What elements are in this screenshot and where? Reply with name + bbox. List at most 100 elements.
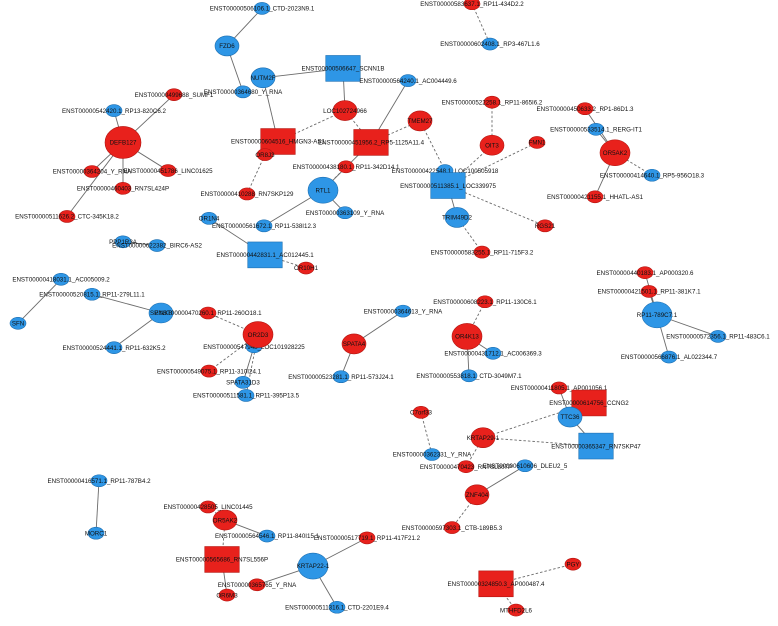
node-n19[interactable]: ENST00000410288_RN7SKP129 (201, 187, 294, 201)
node-n56[interactable]: SPATA4 (341, 333, 367, 355)
node-n13[interactable]: ENST00000364204_Y_RNA (53, 165, 132, 178)
downregulated-circle-node (105, 341, 123, 354)
node-n30[interactable]: FMN1 (529, 136, 546, 149)
node-n82[interactable]: ENST00000610606_DLEU2_5 (483, 459, 568, 473)
node-n91[interactable]: MTHFD2L6 (500, 603, 533, 617)
node-n4[interactable]: ENST00000583637.1_RP11-434D2.2 (420, 0, 524, 11)
downregulated-square-node (247, 241, 283, 269)
node-n76[interactable]: MORC1 (85, 526, 108, 540)
node-n79[interactable]: ENST00000564546.1_RP11-840I15.1 (215, 529, 320, 543)
node-n25[interactable]: ENST00000561672.1_RP11-538I12.3 (212, 219, 317, 233)
node-n54[interactable]: ENST00000511581.1_RP11-395P13.5 (193, 389, 300, 402)
node-n27[interactable]: ENST00000522258.1_RP11-865I6.2 (442, 95, 543, 109)
node-n8[interactable]: ENST00000564240.1_AC004449.6 (359, 74, 457, 87)
node-n38[interactable]: ENST00000421155.1_HHATL-AS1 (547, 190, 644, 204)
node-n59[interactable]: OR4K13 (451, 323, 483, 350)
node-n5[interactable]: ENST00000602408.1_RP3-467L1.6 (440, 37, 540, 51)
node-n89[interactable]: PGY (564, 557, 582, 571)
node-n58[interactable]: ENST00000608223.1_RP11-130C6.1 (433, 295, 537, 309)
node-n57[interactable]: ENST00000523281.1_RP11-573J24.1 (288, 370, 394, 384)
node-n83[interactable]: ZNF404 (464, 484, 490, 506)
node-n84[interactable]: ENST00000597303.1_CTB-189B5.3 (402, 521, 503, 534)
node-n65[interactable]: ENST00000572356.1_RP11-483C6.1 (666, 330, 770, 343)
node-n36[interactable]: OR5AK2 (599, 139, 631, 167)
node-label: ENST00000364613_Y_RNA (364, 308, 443, 315)
node-n75[interactable]: ENST00000416571.1_RP11-787B4.2 (47, 474, 151, 488)
node-n18[interactable]: OR8J3 (255, 148, 275, 161)
upregulated-circle-node (473, 245, 491, 259)
node-n61[interactable]: ENST00000553818.1_CTD-3049M7.1 (416, 369, 522, 383)
node-n88[interactable]: ENST00000511316.1_CTD-2201E9.4 (285, 600, 389, 614)
node-n34[interactable]: ENST00000450633.2_RP1-86D1.3 (536, 102, 634, 116)
node-n1[interactable]: ENST00000506106.1_CTD-2023N9.1 (210, 2, 315, 15)
node-n39[interactable]: OR1N4 (199, 212, 220, 225)
node-n31[interactable]: TRIM49D2 (442, 207, 473, 228)
node-label: OR4K13 (455, 334, 479, 341)
node-n16[interactable]: ENST00000511626.2_CTC-345K18.2 (15, 210, 119, 223)
node-n63[interactable]: ENST00000421501.1_RP11-381K7.1 (597, 285, 701, 298)
node-n51[interactable]: ENST00000470260.1_RP11-260O18.1 (154, 306, 262, 320)
node-n86[interactable]: KRTAP22-1 (297, 552, 330, 580)
node-n78[interactable]: OR5AK2 (212, 509, 238, 531)
node-n6[interactable]: ENST00000506647_SCNN1B (302, 55, 385, 82)
node-n45[interactable]: SFN (9, 317, 27, 330)
downregulated-circle-node (484, 346, 502, 360)
node-n14[interactable]: ENST00000451786_LINC01625 (123, 164, 213, 177)
node-n67[interactable]: ENST00000411805.1_AP001056.1 (511, 381, 608, 395)
node-n87[interactable]: ENST00000365765_Y_RNA (218, 578, 297, 592)
node-n48[interactable]: ENST00000524441.1_RP11-632K5.2 (62, 341, 166, 354)
node-n20[interactable]: ENST00000451956.2_RP5-1125A11.4 (318, 129, 425, 156)
node-n71[interactable]: ENST00000365347_RN7SKP47 (551, 432, 641, 460)
node-n69[interactable]: TTC36 (557, 406, 583, 428)
node-n46[interactable]: ENST00000520815.1_RP11-279L11.1 (39, 287, 145, 301)
node-n90[interactable]: ENST00000324850.3_AP000487.4 (447, 570, 545, 598)
node-n52[interactable]: OR2D3 (242, 321, 274, 348)
node-n85[interactable]: ENST00000517719.1_RP11-417F21.2 (314, 531, 421, 545)
node-n21[interactable]: TMEM27 (407, 110, 433, 132)
node-n40[interactable]: ENST00000442831.1_AC012445.1 (216, 241, 314, 269)
node-n2[interactable]: FZD6 (214, 35, 240, 57)
node-n37[interactable]: ENST00000414640.1_RP5-956O18.3 (600, 168, 705, 182)
node-n74[interactable]: ENST00000362331_Y_RNA (393, 448, 472, 461)
node-n47[interactable]: SPINK8 (148, 302, 174, 324)
edge-n75-n76 (95, 480, 100, 534)
node-n17[interactable]: ENST00000604516_HMGN3-AS1 (231, 128, 326, 155)
node-n10[interactable]: ENST00000499688_SUMF1 (135, 88, 214, 101)
node-n3[interactable]: ENST00000364680_Y_RNA (204, 85, 283, 99)
node-n15[interactable]: ENST00000460403_RN7SL424P (77, 182, 169, 195)
node-label: ENST00000561672.1_RP11-538I12.3 (212, 223, 317, 230)
node-n22[interactable]: ENST00000438180.1_RP11-342D14.1 (293, 160, 400, 174)
node-n32[interactable]: RGS21 (535, 219, 556, 233)
node-n7[interactable]: NUTM2F (250, 67, 276, 89)
node-n24[interactable]: RTL1 (307, 176, 339, 204)
downregulated-square-node (578, 432, 614, 460)
node-n55[interactable]: ENST00000364613_Y_RNA (364, 304, 443, 318)
node-label: ENST00000511316.1_CTD-2201E9.4 (285, 604, 389, 611)
node-n72[interactable]: ENST00000470423_RN7SL807P (420, 460, 512, 473)
node-n33[interactable]: ENST00000583255.1_RP11-715F3.2 (431, 245, 534, 259)
node-n43[interactable]: ENST00000622382_BIRC6-AS2 (112, 239, 202, 252)
node-n50[interactable]: SPATA31D3 (226, 376, 260, 389)
node-n77[interactable]: ENST00000428505_LINC01445 (163, 500, 253, 514)
edge-n29-n32 (447, 185, 546, 227)
node-n62[interactable]: ENST00000440183.1_AP000320.6 (596, 266, 694, 280)
node-n66[interactable]: ENST00000566876.1_AL022344.7 (621, 350, 718, 364)
node-n28[interactable]: OIT3 (479, 134, 505, 156)
node-n60[interactable]: ENST00000431712.1_AC006369.3 (444, 346, 542, 360)
node-n64[interactable]: RP11-789C7.1 (637, 301, 678, 329)
node-n44[interactable]: ENST00000418031.1_AC005009.2 (12, 272, 110, 286)
node-n9[interactable]: LOC102724966 (323, 100, 367, 121)
node-n11[interactable]: ENST00000542420.1_RP13-820C6.2 (62, 104, 167, 117)
node-n81[interactable]: OR6M3 (216, 588, 238, 602)
node-n29[interactable]: ENST00000511385.1_LOC339975 (400, 172, 496, 199)
node-n41[interactable]: OR10H1 (294, 261, 319, 275)
node-n35[interactable]: ENST00000533514.1_RERG-IT1 (550, 123, 642, 136)
node-n12[interactable]: DEFB127 (104, 126, 142, 159)
node-n26[interactable]: ENST00000363109_Y_RNA (306, 206, 385, 220)
node-n80[interactable]: ENST00000565686_RN7SL556P (176, 546, 268, 573)
node-n53[interactable]: ENST00000549075.1_RP11-310I24.1 (157, 364, 262, 378)
downregulated-circle-node (234, 85, 252, 99)
node-n70[interactable]: KRTAP29-1 (467, 427, 500, 448)
node-n42[interactable]: PPP1R3A (109, 235, 138, 249)
node-n73[interactable]: C7orf33 (410, 406, 433, 419)
